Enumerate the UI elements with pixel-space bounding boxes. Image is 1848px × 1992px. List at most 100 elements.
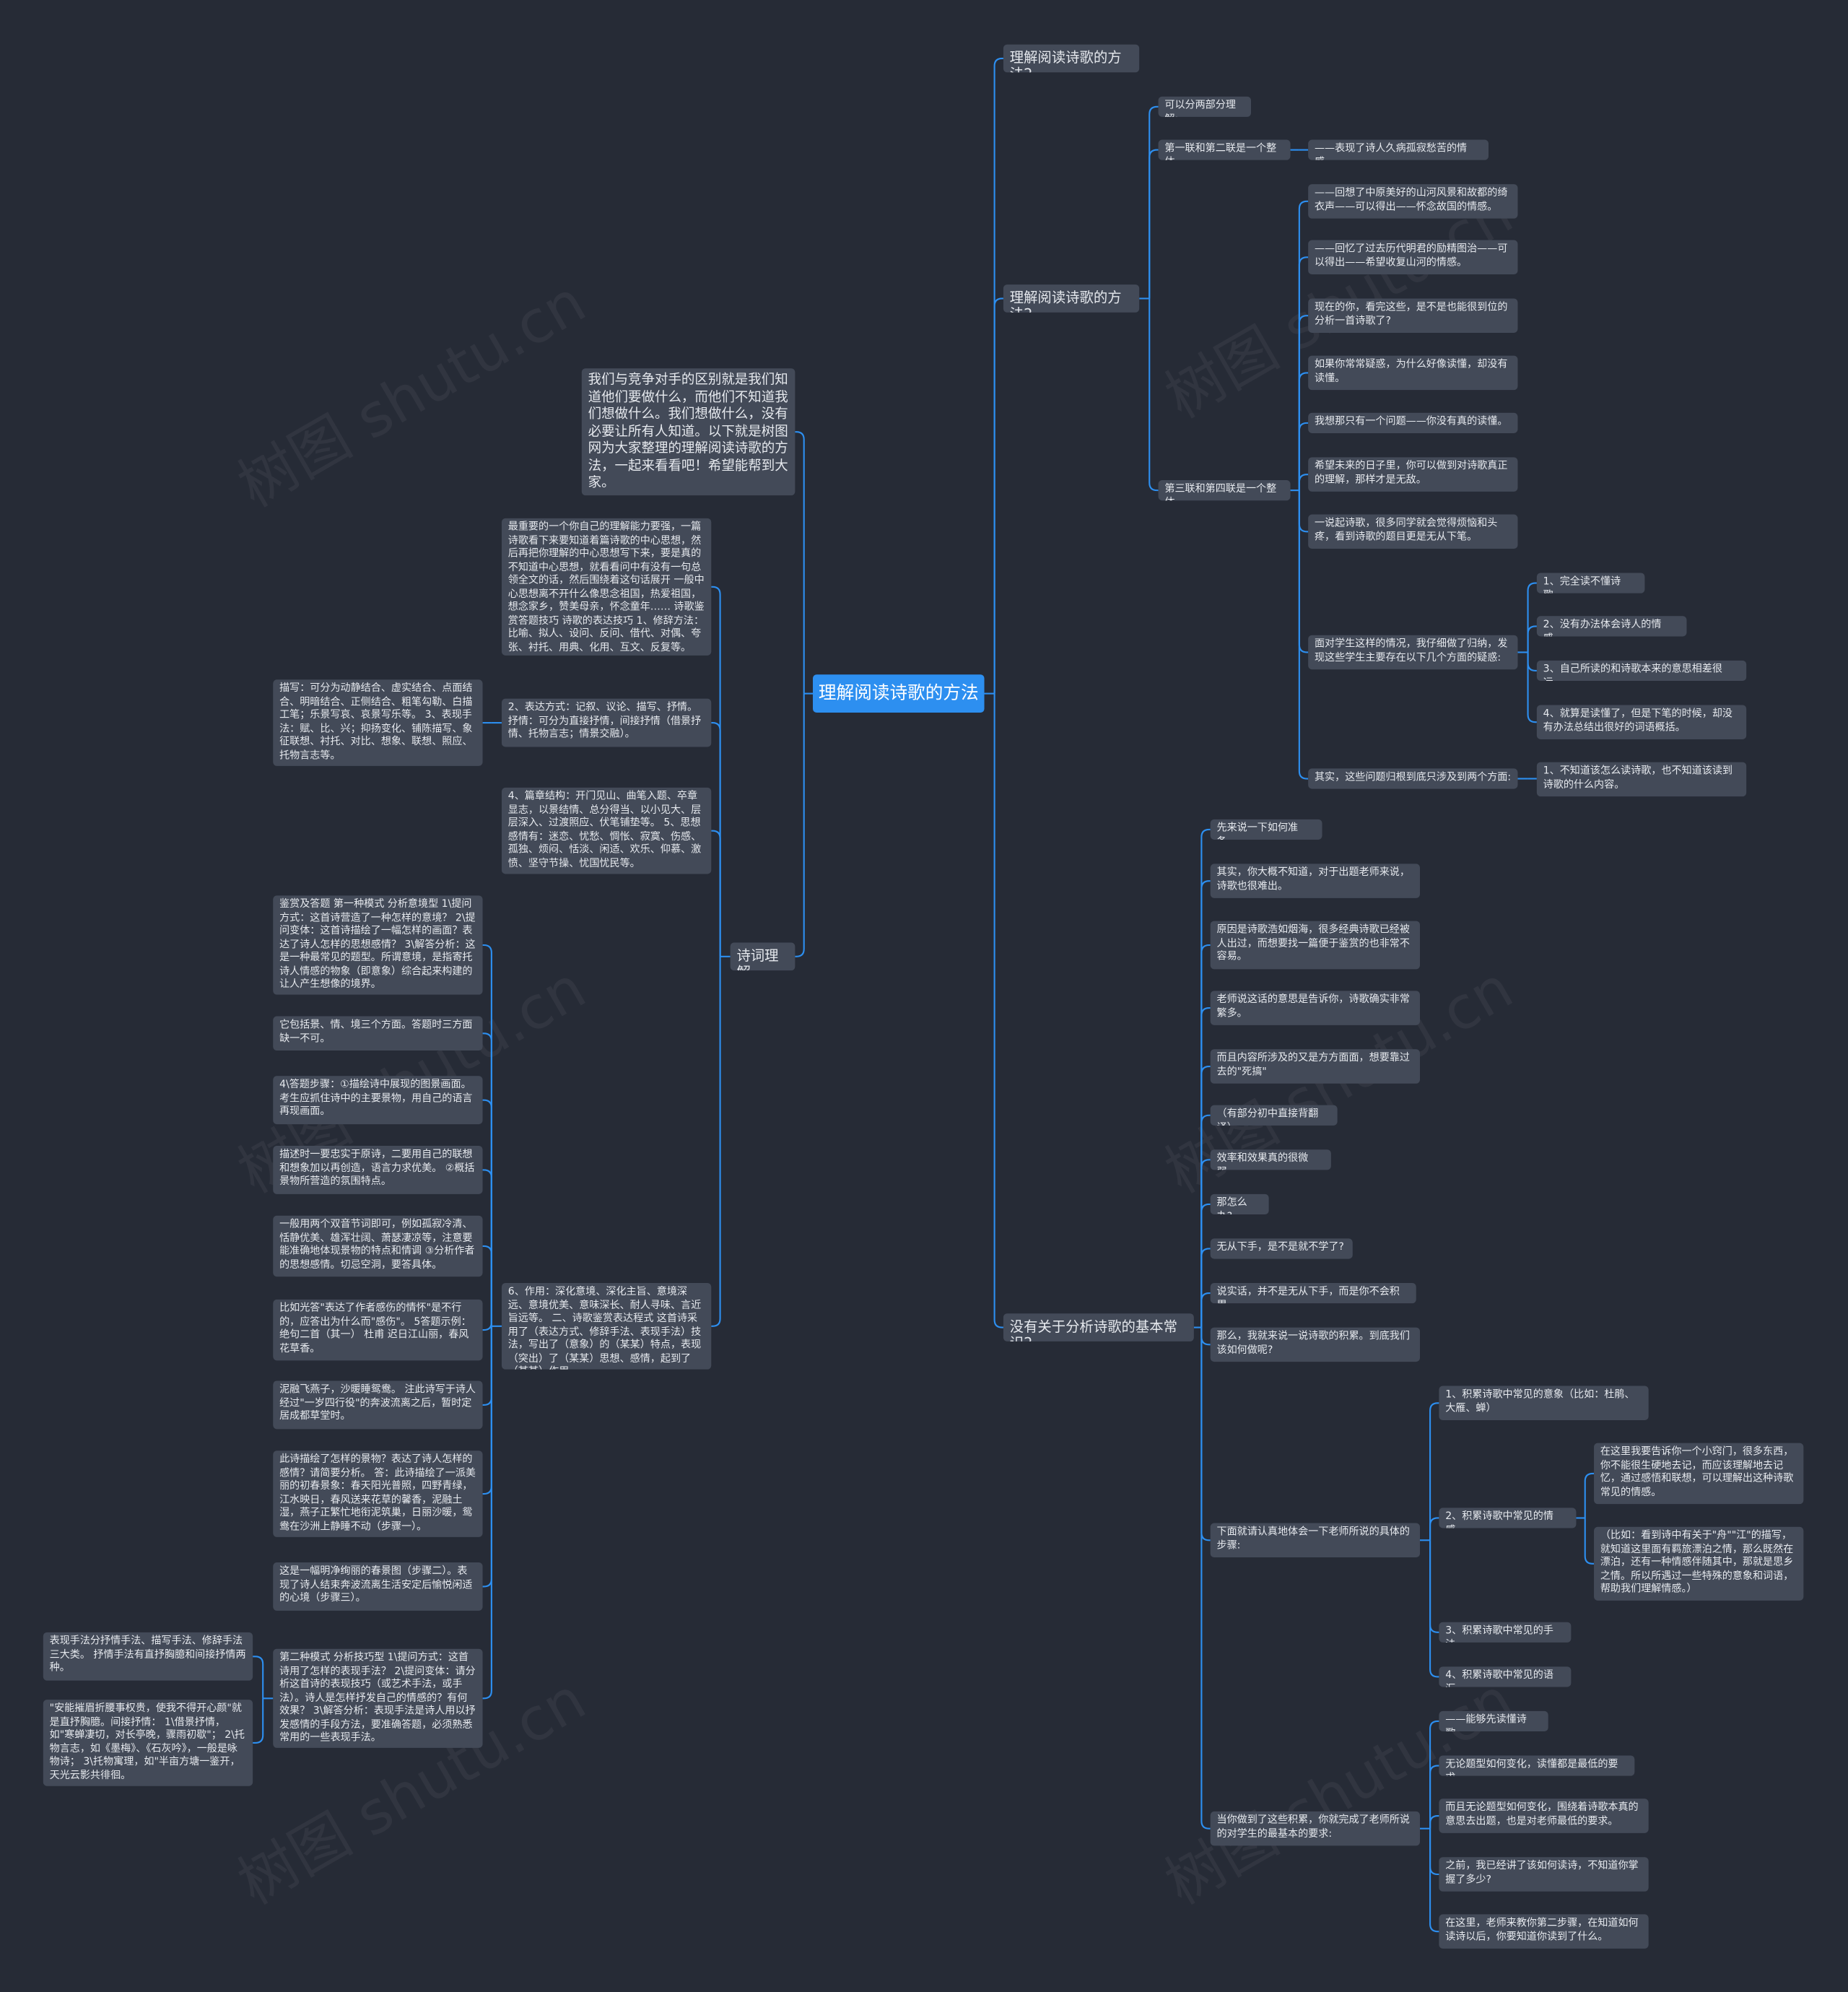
emotion-tip[interactable]: 在这里我要告诉你一个小窍门，很多东西，你不能很生硬地去记，而应该理解地去记忆，通… [1594,1443,1804,1505]
connector-line [993,57,1003,694]
connector-line [1429,1828,1439,1876]
appreciation-item[interactable]: 鉴赏及答题 第一种模式 分析意境型 1\提问方式：这首诗营造了一种怎样的意境？ … [273,895,483,995]
requirement-item[interactable]: 在这里，老师来教你第二步骤，在知道如何读诗以后，你要知道你读到了什么。 [1439,1914,1649,1949]
understanding-core[interactable]: 最重要的一个你自己的理解能力要强，一篇诗歌看下来要知道着篇诗歌的中心思想，然后再… [501,518,712,656]
appreciation-item[interactable]: 描述时一要忠实于原诗，二要用自己的联想和想象加以再创造，语言力求优美。 ②概括景… [273,1145,483,1194]
two-aspects[interactable]: 其实，这些问题归根到底只涉及到两个方面: [1308,768,1518,789]
connector-line [993,693,1003,1328]
doubt-item[interactable]: 3、自己所读的和诗歌本来的意思相差很远。 [1536,660,1747,682]
knowledge-item[interactable]: 而且内容所涉及的又是方方面面，想要靠过去的"死搞" [1210,1049,1421,1084]
knowledge-item[interactable]: 先来说一下如何准备。 [1210,819,1322,840]
student-doubts[interactable]: 面对学生这样的情况，我仔细做了归纳，发现这些学生主要存在以下几个方面的疑惑: [1308,635,1518,670]
couplet-3-4-item[interactable]: 一说起诗歌，很多同学就会觉得烦恼和头疼，看到诗歌的题目更是无从下笔。 [1308,514,1518,549]
connector-line [1429,1540,1439,1678]
technique-categories[interactable]: 表现手法分抒情手法、描写手法、修辞手法三大类。 抒情手法有直抒胸臆和间接抒情两种… [43,1632,253,1681]
connector-line [1200,1159,1211,1328]
doubt-item[interactable]: 2、没有办法体会诗人的情感。 [1536,616,1687,637]
connector-line [1298,315,1309,491]
connector-line [253,1656,264,1699]
requirement-item[interactable]: 而且无论题型如何变化，围绕着诗歌本真的意思去出题，也是对老师最低的要求。 [1439,1799,1649,1833]
connector-line [1149,105,1159,299]
effect-and-formula[interactable]: 6、作用：深化意境、深化主旨、意境深远、意境优美、意味深长、耐人寻味、言近旨远等… [501,1282,712,1370]
connector-line [482,1322,492,1331]
branch-method-2b[interactable]: 理解阅读诗歌的方法2 [1003,284,1140,313]
expression-methods[interactable]: 2、表达方式：记叙、议论、描写、抒情。抒情：可分为直接抒情，间接抒情（借景抒情、… [501,698,712,747]
doubt-item[interactable]: 1、完全读不懂诗歌。 [1536,573,1645,593]
connector-line [482,1326,492,1700]
technique-analysis[interactable]: 第二种模式 分析技巧型 1\提问方式：这首诗用了怎样的表现手法？ 2\提问变体：… [273,1648,483,1748]
couplet-3-4-item[interactable]: 我想那只有一个问题——你没有真的读懂。 [1308,412,1518,433]
connector-line [1298,490,1309,780]
connector-line [711,830,721,957]
step-vocabulary[interactable]: 4、积累诗歌中常见的语汇。 [1439,1666,1572,1687]
branch-poetry-understanding[interactable]: 诗词理解 [730,942,796,971]
appreciation-item[interactable]: 一般用两个双音节词即可，例如孤寂冷清、恬静优美、雄浑壮阔、萧瑟凄凉等，注意要能准… [273,1215,483,1277]
technique-examples[interactable]: "安能摧眉折腰事权贵，使我不得开心颜"就是直抒胸臆。间接抒情： 1\借景抒情，如… [43,1700,253,1786]
connector-line [1200,1292,1211,1328]
appreciation-item[interactable]: 比如光答"表达了作者感伤的情怀"是不行的，应答出为什么而"感伤"。 5答题示例：… [273,1299,483,1361]
specific-steps[interactable]: 下面就请认真地体会一下老师所说的具体的步骤: [1210,1523,1421,1558]
connector-line [1429,1402,1439,1541]
connector-line [1429,1765,1439,1829]
connector-line [482,1099,492,1326]
connector-line [482,1326,492,1588]
couplet-3-4-item[interactable]: 现在的你，看完这些，是不是也能很到位的分析一首诗歌了? [1308,298,1518,333]
knowledge-item[interactable]: 效率和效果真的很微弱。 [1210,1149,1331,1170]
appreciation-item[interactable]: 此诗描绘了怎样的景物？表达了诗人怎样的感情？请简要分析。 答：此诗描绘了一派美丽… [273,1450,483,1537]
branch-method-2a[interactable]: 理解阅读诗歌的方法2 [1003,44,1140,73]
appreciation-item[interactable]: 泥融飞燕子，沙暖睡鸳鸯。 注此诗写于诗人经过"一岁四行役"的奔波流离之后，暂时定… [273,1380,483,1430]
connector-line [1429,1540,1439,1633]
connector-line [1200,1114,1211,1328]
knowledge-item[interactable]: 其实，你大概不知道，对于出题老师来说，诗歌也很难出。 [1210,864,1421,898]
requirement-item[interactable]: 之前，我已经讲了该如何读诗，不知道你掌握了多少? [1439,1857,1649,1892]
expression-methods-detail[interactable]: 描写：可分为动静结合、虚实结合、点面结合、明暗结合、正侧结合、粗笔勾勒、白描工笔… [273,679,483,766]
method-couplet-1-2-detail[interactable]: ——表现了诗人久病孤寂愁苦的情感。 [1308,139,1489,160]
connector-line [1584,1518,1595,1565]
connector-line [1149,149,1159,299]
knowledge-item[interactable]: 说实话，并不是无从下手，而是你不会积累。 [1210,1282,1416,1304]
basic-requirement[interactable]: 当你做到了这些积累，你就完成了老师所说的对学生的最基本的要求: [1210,1811,1421,1846]
method-couplet-1-2[interactable]: 第一联和第二联是一个整体 [1158,139,1291,160]
connector-line [1527,652,1537,672]
step-emotion[interactable]: 2、积累诗歌中常见的情感。 [1439,1508,1577,1528]
step-technique[interactable]: 3、积累诗歌中常见的手法。 [1439,1622,1572,1643]
connector-line [795,693,805,957]
couplet-3-4-item[interactable]: 如果你常常疑惑，为什么好像读懂，却没有读懂。 [1308,355,1518,391]
appreciation-item[interactable]: 4\答题步骤：①描绘诗中展现的图景画面。考生应抓住诗中的主要景物，用自己的语言再… [273,1076,483,1125]
knowledge-item[interactable]: 老师说这话的意思是告诉你，诗歌确实非常繁多。 [1210,991,1421,1025]
step-imagery[interactable]: 1、积累诗歌中常见的意象（比如：杜鹃、大雁、蝉） [1439,1386,1649,1421]
knowledge-item[interactable]: 原因是诗歌浩如烟海，很多经典诗歌已经被人出过，而想要找一篇便于鉴赏的也非常不容易… [1210,921,1421,970]
knowledge-item[interactable]: 无从下手，是不是就不学了? [1210,1238,1353,1259]
appreciation-item[interactable]: 它包括景、情、境三个方面。答题时三方面缺一不可。 [273,1016,483,1051]
root-topic[interactable]: 理解阅读诗歌的方法 [813,674,985,713]
connector-line [1200,828,1211,1328]
connector-line [482,944,492,1326]
connector-line [1298,372,1309,491]
doubt-item[interactable]: 4、就算是读懂了，但是下笔的时候，却没有办法总结出很好的词语概括。 [1536,705,1747,739]
connector-line [482,1169,492,1326]
connector-line [482,1032,492,1326]
knowledge-item[interactable]: 那么，我就来说一说诗歌的积累。到底我们该如何做呢? [1210,1327,1421,1362]
connector-line [1298,200,1309,491]
knowledge-item[interactable]: （有部分初中直接背翻译） [1210,1105,1338,1126]
couplet-3-4-item[interactable]: ——回想了中原美好的山河风景和故都的绮衣声——可以得出——怀念故国的情感。 [1308,184,1518,219]
connector-line [1149,298,1159,492]
method-couplet-3-4[interactable]: 第三联和第四联是一个整体 [1158,480,1291,501]
connector-line [1298,490,1309,533]
method-two-parts[interactable]: 可以分两部分理解: [1158,96,1252,117]
knowledge-item[interactable]: 那怎么办? [1210,1193,1269,1214]
requirement-item[interactable]: 无论题型如何变化，读懂都是最低的要求。 [1439,1755,1635,1776]
structure-and-emotion[interactable]: 4、篇章结构：开门见山、曲笔入题、卒章显志，以景结情、总分得当、以小见大、层层深… [501,787,712,874]
couplet-3-4-item[interactable]: ——回忆了过去历代明君的励精图治——可以得出——希望收复山河的情感。 [1308,240,1518,275]
couplet-3-4-item[interactable]: 希望未来的日子里，你可以做到对诗歌真正的理解，那样才是无敌。 [1308,457,1518,492]
connector-line [1200,1203,1211,1328]
requirement-item[interactable]: ——能够先读懂诗歌。 [1439,1710,1548,1732]
connector-line [1200,1327,1211,1541]
two-aspects-detail[interactable]: 1、不知道该怎么读诗歌，也不知道该读到诗歌的什么内容。 [1536,762,1747,797]
intro-summary[interactable]: 我们与竞争对手的区别就是我们知道他们要做什么，而他们不知道我们想做什么。我们想做… [581,368,796,496]
connector-line [711,956,721,1327]
branch-basic-knowledge[interactable]: 没有关于分析诗歌的基本常识2 [1003,1313,1194,1341]
emotion-example[interactable]: （比如：看到诗中有关于"舟""江"的描写，就知道这里面有羁旅漂泊之情，那么既然在… [1594,1526,1804,1601]
appreciation-item[interactable]: 这是一幅明净绚丽的春景图（步骤二）。表现了诗人结束奔波流离生活安定后愉悦闲适的心… [273,1562,483,1611]
